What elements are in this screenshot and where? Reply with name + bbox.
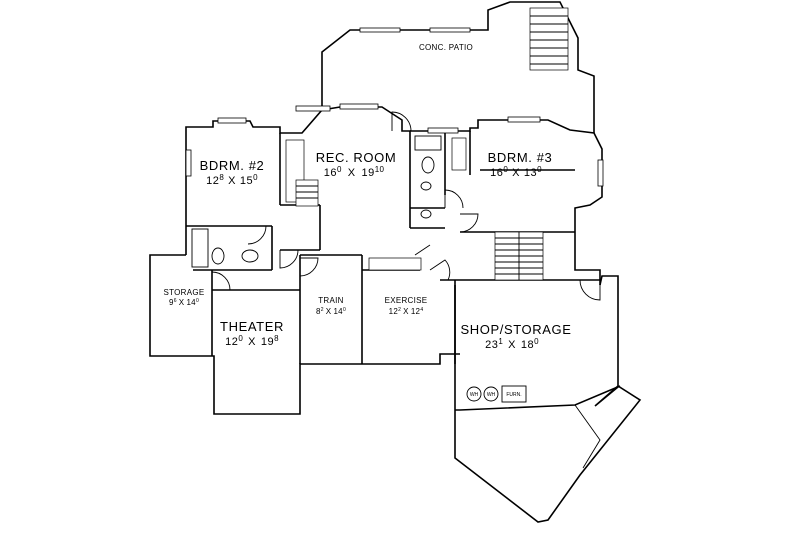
rec-room-label: REC. ROOM bbox=[316, 150, 397, 165]
bath-fixtures bbox=[191, 135, 442, 268]
furnace-label: FURN. bbox=[506, 392, 521, 398]
furnace bbox=[501, 385, 527, 403]
sink bbox=[241, 249, 259, 263]
shop-angled-wall bbox=[574, 404, 601, 469]
window bbox=[217, 117, 247, 124]
window bbox=[339, 103, 379, 110]
exercise-label: EXERCISE bbox=[385, 296, 428, 305]
wh2-label: WH bbox=[487, 392, 496, 398]
train-label: TRAIN bbox=[318, 296, 344, 305]
window bbox=[295, 105, 331, 112]
sink bbox=[420, 181, 432, 191]
bathtub bbox=[191, 228, 209, 268]
toilet bbox=[211, 247, 225, 265]
sink bbox=[420, 209, 432, 219]
patio-outline bbox=[321, 1, 595, 133]
bdrm3-label: BDRM. #3 bbox=[488, 150, 553, 165]
water-heater-2 bbox=[483, 386, 499, 402]
windows bbox=[185, 27, 604, 187]
window bbox=[427, 127, 459, 134]
wh1-label: WH bbox=[470, 392, 479, 398]
window bbox=[429, 27, 471, 33]
mechanical-equipment: WH WH FURN. bbox=[466, 385, 527, 403]
water-heater-1 bbox=[466, 386, 482, 402]
window bbox=[359, 27, 401, 33]
theater-label: THEATER bbox=[220, 319, 284, 334]
closets bbox=[285, 137, 467, 271]
window bbox=[597, 159, 604, 187]
patio-label: CONC. PATIO bbox=[419, 43, 473, 52]
storage-label: STORAGE bbox=[163, 288, 204, 297]
window bbox=[507, 116, 541, 123]
window bbox=[185, 149, 192, 177]
doors bbox=[211, 111, 601, 301]
upper-left-walls bbox=[185, 106, 411, 255]
stairs-interior bbox=[494, 231, 544, 281]
shop-label: SHOP/STORAGE bbox=[461, 322, 572, 337]
toilet bbox=[421, 156, 435, 174]
stairs-exterior bbox=[529, 7, 569, 71]
upper-right-walls bbox=[410, 119, 603, 285]
shop-inner-wall bbox=[455, 385, 621, 411]
exterior-walls bbox=[149, 1, 642, 523]
shop-walls bbox=[454, 275, 642, 523]
bathtub bbox=[414, 135, 442, 151]
bdrm2-label: BDRM. #2 bbox=[200, 158, 265, 173]
left-wing-walls bbox=[149, 254, 460, 415]
